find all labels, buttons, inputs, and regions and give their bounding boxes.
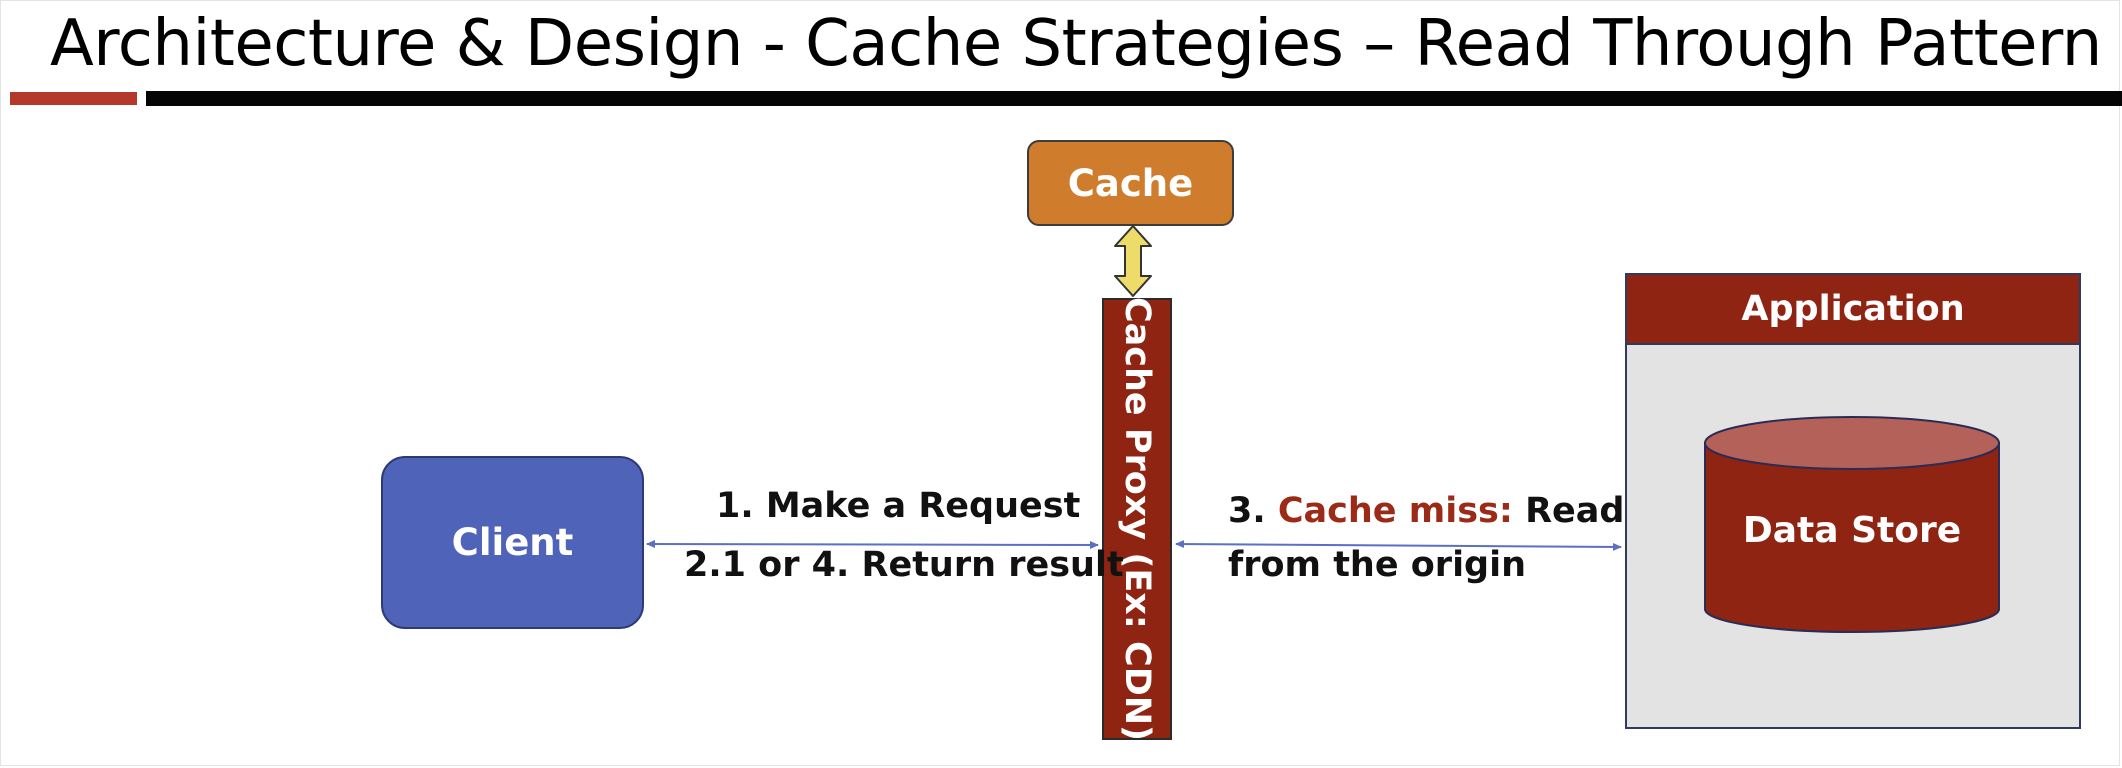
double-arrow-vertical-icon <box>1114 225 1152 297</box>
title-underline-rule <box>146 91 2122 106</box>
title-accent-rule <box>10 92 137 105</box>
cache-miss-highlight: Cache miss: <box>1277 491 1513 531</box>
slide-title: Architecture & Design - Cache Strategies… <box>50 7 2102 81</box>
application-label: Application <box>1741 289 1965 329</box>
data-store-label: Data Store <box>1742 510 1962 551</box>
cache-node-label: Cache <box>1067 161 1194 205</box>
client-node-label: Client <box>451 521 574 564</box>
client-node: Client <box>381 456 644 629</box>
cache-miss-edge-label: 3. Cache miss: Read <box>1228 491 1624 531</box>
cache-proxy-node: Cache Proxy (Ex: CDN) <box>1102 297 1172 741</box>
request-edge-label: 1. Make a Request <box>716 486 1081 526</box>
application-header: Application <box>1627 275 2079 345</box>
proxy-application-connector <box>1175 540 1622 551</box>
client-proxy-connector <box>646 540 1099 549</box>
cache-node: Cache <box>1027 140 1234 226</box>
cache-miss-origin-label: from the origin <box>1228 545 1527 585</box>
cache-miss-step: 3. <box>1228 491 1266 531</box>
database-cylinder-icon <box>1704 416 2000 633</box>
return-edge-label: 2.1 or 4. Return result <box>684 545 1124 585</box>
cache-miss-read: Read <box>1525 491 1625 531</box>
